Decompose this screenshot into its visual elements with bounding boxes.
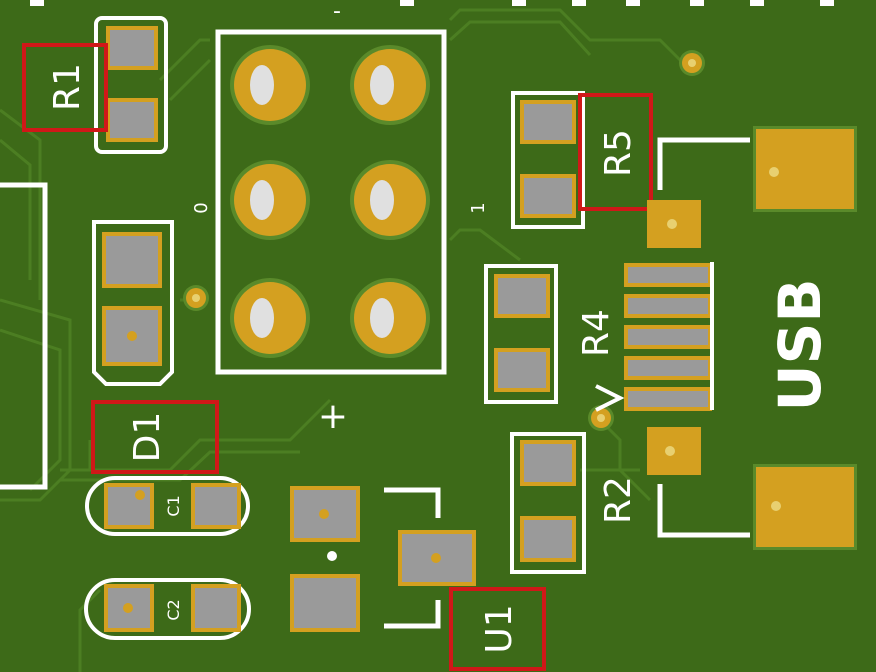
c2-label: C2: [164, 599, 183, 620]
regulator-u1: U1: [290, 486, 546, 671]
r5-label: R5: [598, 129, 639, 177]
r1-label: R1: [47, 63, 88, 111]
r5-highlight-box: [578, 93, 653, 211]
vias: [183, 50, 705, 431]
top-header-pads: [30, 0, 834, 6]
r4-label: R4: [576, 309, 617, 357]
usb-connector: USB: [595, 126, 857, 550]
usb-signal-pins: [624, 263, 712, 411]
u1-highlight-box: [449, 587, 546, 671]
r1-highlight-box: [22, 43, 108, 132]
resistor-r5: R5: [511, 91, 653, 229]
one-label: 1: [468, 202, 489, 213]
zero-label: 0: [191, 202, 212, 213]
through-hole-pads: [230, 45, 430, 358]
minus-label: -: [333, 0, 341, 24]
usb-label: USB: [766, 278, 834, 411]
capacitor-c1: C1: [85, 476, 250, 536]
r2-label: R2: [598, 476, 639, 524]
left-connector-outline: [0, 182, 48, 490]
pin1-marker: [595, 384, 625, 412]
capacitor-c2: C2: [84, 578, 251, 640]
switch-header: - 0 1 +: [191, 0, 489, 437]
diode-d1: D1: [91, 220, 219, 474]
c1-label: C1: [164, 495, 183, 516]
d1-label: D1: [127, 412, 168, 463]
resistor-r4: R4: [484, 264, 617, 404]
resistor-r2: R2: [510, 432, 639, 574]
resistor-r1: R1: [22, 16, 168, 154]
plus-label: +: [318, 396, 348, 437]
u1-label: U1: [479, 604, 520, 653]
d1-highlight-box: [91, 400, 219, 474]
